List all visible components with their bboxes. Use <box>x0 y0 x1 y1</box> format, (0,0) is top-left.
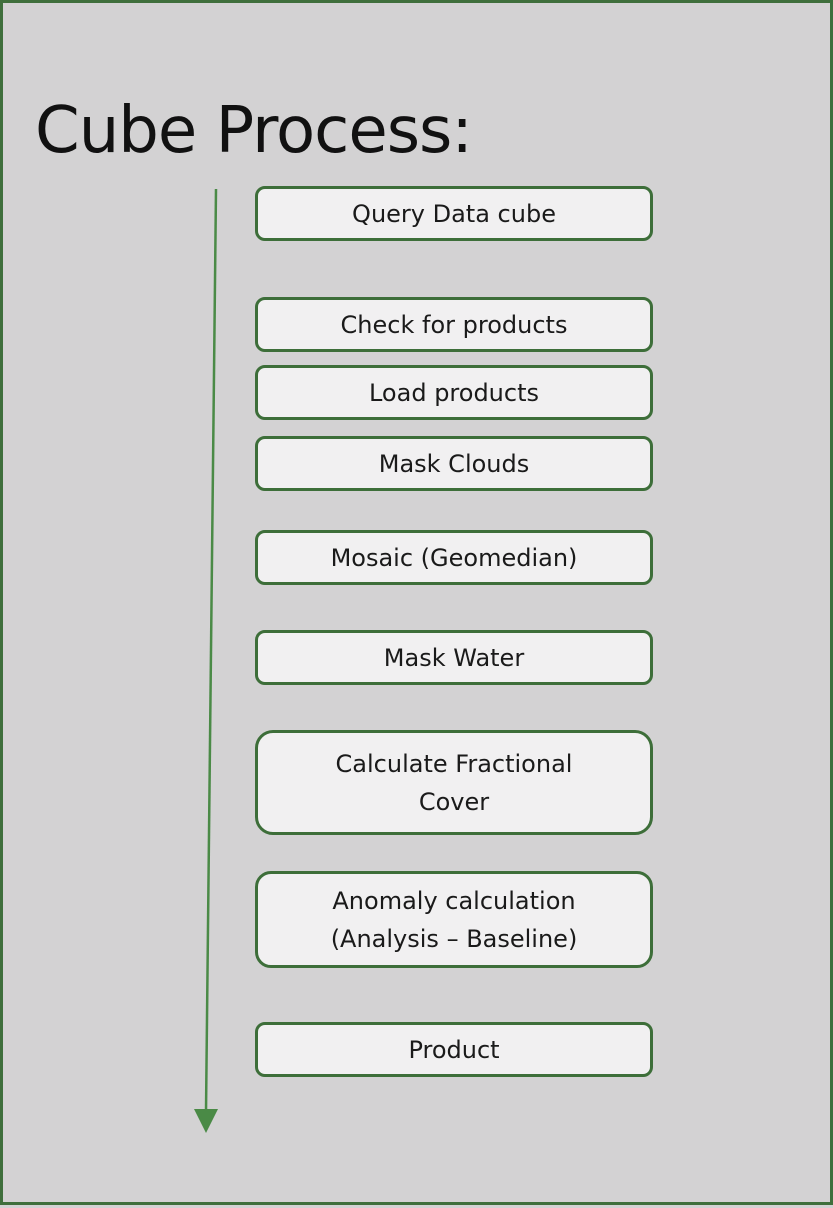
arrow-shaft <box>204 188 218 1112</box>
step-calculate-fractional-cover: Calculate Fractional Cover <box>255 730 653 835</box>
step-product: Product <box>255 1022 653 1077</box>
step-anomaly-calculation: Anomaly calculation (Analysis – Baseline… <box>255 871 653 968</box>
step-query-data-cube: Query Data cube <box>255 186 653 241</box>
diagram-title: Cube Process: <box>35 94 473 168</box>
step-mosaic-geomedian: Mosaic (Geomedian) <box>255 530 653 585</box>
step-load-products: Load products <box>255 365 653 420</box>
step-mask-water: Mask Water <box>255 630 653 685</box>
step-check-for-products: Check for products <box>255 297 653 352</box>
arrow-head <box>194 1109 218 1133</box>
step-mask-clouds: Mask Clouds <box>255 436 653 491</box>
